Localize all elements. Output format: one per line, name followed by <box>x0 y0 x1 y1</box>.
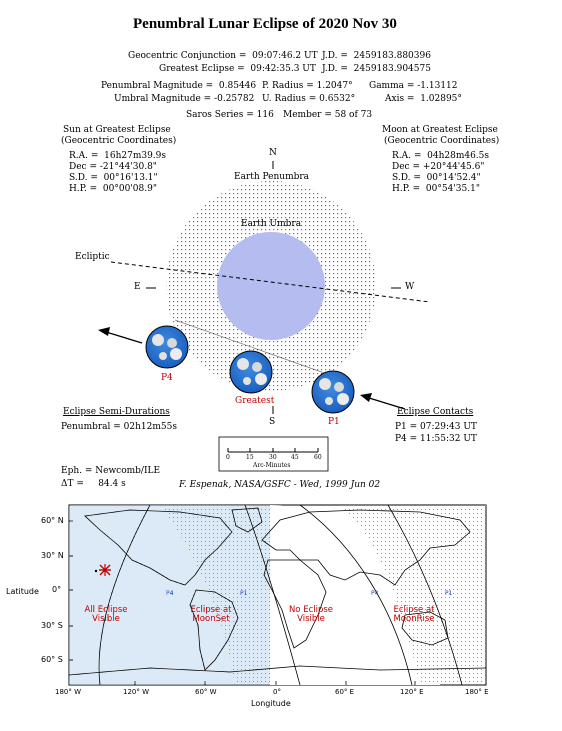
sublunar-point-icon <box>99 564 111 576</box>
earth-umbra <box>217 232 325 340</box>
south-america-outline <box>189 589 239 671</box>
lon-60w: 60° W <box>195 688 217 696</box>
umbra-label: Earth Umbra <box>241 219 302 229</box>
moon-path-line <box>174 319 331 376</box>
map-p1-right: P1 <box>445 590 453 597</box>
map-p4-right: P4 <box>371 590 379 597</box>
scale-tick-0: 0 <box>226 454 230 461</box>
conjunction-time: Geocentric Conjunction = 09:07:46.2 UT <box>128 51 318 61</box>
ecliptic-line <box>110 261 431 303</box>
contacts-heading: Eclipse Contacts <box>397 407 474 417</box>
arc-minute-scale <box>218 436 329 472</box>
region-all-visible: All Eclipse Visible <box>84 605 128 624</box>
lat-0: 0° <box>52 585 62 594</box>
moon-dec: Dec = +20°44'45.6" <box>392 162 485 172</box>
moon-hp: H.P. = 00°54'35.1" <box>392 184 480 194</box>
region-moonset: Eclipse at MoonSet <box>190 605 232 624</box>
lon-180e: 180° E <box>465 688 489 696</box>
gamma: Gamma = -1.13112 <box>369 81 458 91</box>
lat-30n: 30° N <box>41 551 64 560</box>
moon-heading: Moon at Greatest Eclipse <box>382 125 498 135</box>
scale-tick-60: 60 <box>314 454 322 461</box>
moon-greatest <box>229 350 273 394</box>
semi-durations-heading: Eclipse Semi-Durations <box>63 407 170 417</box>
antarctica-outline <box>68 665 487 676</box>
region-none-visible: No Eclipse Visible <box>288 605 334 624</box>
scale-tick-30: 30 <box>269 454 277 461</box>
penumbral-duration: Penumbral = 02h12m55s <box>61 422 177 432</box>
page-title: Penumbral Lunar Eclipse of 2020 Nov 30 <box>133 16 397 32</box>
lat-60n: 60° N <box>41 516 64 525</box>
ephemeris: Eph. = Newcomb/ILE <box>61 466 161 476</box>
umbral-magnitude: Umbral Magnitude = -0.25782 <box>114 94 255 104</box>
sun-subheading: (Geocentric Coordinates) <box>61 136 177 146</box>
penumbral-magnitude: Penumbral Magnitude = 0.85446 <box>101 81 257 91</box>
moon-p1 <box>311 370 355 414</box>
lon-0: 0° <box>273 688 281 696</box>
map-p4-left: P4 <box>166 590 174 597</box>
moon-p4 <box>145 325 189 369</box>
west-label: W <box>405 282 415 292</box>
sun-hp: H.P. = 00°00'08.9" <box>69 184 157 194</box>
lat-30s: 30° S <box>41 621 63 630</box>
moon-ra: R.A. = 04h28m46.5s <box>392 151 490 161</box>
scale-tick-15: 15 <box>246 454 254 461</box>
sun-ra: R.A. = 16h27m39.9s <box>69 151 167 161</box>
scale-tick-45: 45 <box>291 454 299 461</box>
moon-subheading: (Geocentric Coordinates) <box>384 136 500 146</box>
latitude-label: Latitude <box>6 587 39 596</box>
moonset-region <box>160 505 270 685</box>
greatest-time: Greatest Eclipse = 09:42:35.3 UT <box>159 64 316 74</box>
greatest-jd: J.D. = 2459183.904575 <box>322 64 431 74</box>
world-map <box>68 504 487 686</box>
sun-heading: Sun at Greatest Eclipse <box>63 125 171 135</box>
australia-outline <box>401 611 449 646</box>
moon-sd: S.D. = 00°14'52.4" <box>392 173 481 183</box>
map-p1-left: P1 <box>240 590 248 597</box>
arrow-contacts-icon <box>360 393 406 410</box>
arrow-left-icon <box>98 327 143 344</box>
axis: Axis = 1.02895° <box>385 94 462 104</box>
umbral-radius: U. Radius = 0.6532° <box>262 94 356 104</box>
north-america-outline <box>84 509 233 586</box>
saros-member: Member = 58 of 73 <box>283 110 373 120</box>
p4-label: P4 <box>161 373 173 383</box>
south-label: S <box>269 417 276 427</box>
saros-series: Saros Series = 116 <box>186 110 274 120</box>
east-label: E <box>134 282 141 292</box>
eurasia-outline <box>261 509 471 586</box>
lon-60e: 60° E <box>335 688 355 696</box>
longitude-label: Longitude <box>251 699 291 708</box>
scale-label: Arc-Minutes <box>253 462 291 469</box>
penumbral-radius: P. Radius = 1.2047° <box>262 81 353 91</box>
lat-60s: 60° S <box>41 655 63 664</box>
region-moonrise: Eclipse at MoonRise <box>393 605 435 624</box>
lon-120e: 120° E <box>400 688 424 696</box>
sun-sd: S.D. = 00°16'13.1" <box>69 173 158 183</box>
credit: F. Espenak, NASA/GSFC - Wed, 1999 Jun 02 <box>179 480 381 490</box>
p1-label: P1 <box>328 417 340 427</box>
conjunction-jd: J.D. = 2459183.880396 <box>322 51 431 61</box>
delta-t: ΔT = 84.4 s <box>61 479 126 489</box>
sun-dec: Dec = -21°44'30.8" <box>69 162 157 172</box>
lon-180w: 180° W <box>55 688 82 696</box>
north-label: N <box>269 148 277 158</box>
greenland-outline <box>231 507 263 533</box>
contact-p4: P4 = 11:55:32 UT <box>395 434 477 444</box>
greatest-label: Greatest <box>235 396 275 406</box>
lon-120w: 120° W <box>123 688 150 696</box>
contact-p1: P1 = 07:29:43 UT <box>395 422 477 432</box>
africa-outline <box>263 559 327 649</box>
penumbra-label: Earth Penumbra <box>234 172 310 182</box>
ecliptic-label: Ecliptic <box>75 252 110 262</box>
moonrise-region <box>340 505 486 685</box>
